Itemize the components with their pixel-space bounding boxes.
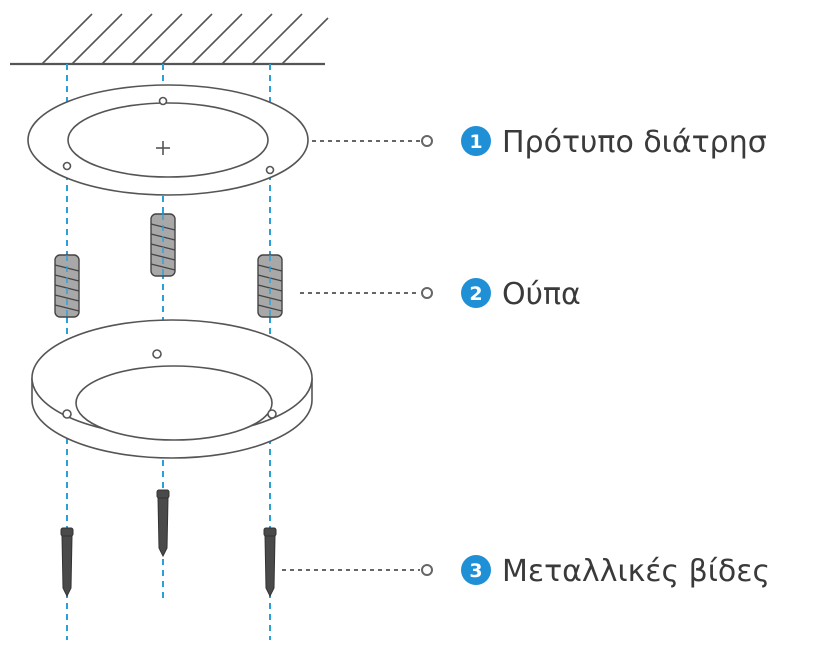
callout-3: 3 Μεταλλικές βίδες xyxy=(461,554,770,589)
screw-right xyxy=(263,527,277,598)
badge-3 xyxy=(461,555,491,585)
wall-plug-center xyxy=(150,213,176,277)
metal-screws xyxy=(60,489,277,598)
wall-plug-left xyxy=(54,254,80,318)
mounting-base xyxy=(31,319,313,459)
badge-1 xyxy=(461,126,491,156)
callout-2: 2 Ούπα xyxy=(461,277,581,312)
leader-lines xyxy=(282,135,433,576)
badge-1-number: 1 xyxy=(469,131,482,153)
drill-template xyxy=(27,84,309,196)
ceiling-hatch xyxy=(10,13,329,66)
screw-center xyxy=(156,489,170,558)
callout-2-label: Ούπα xyxy=(502,277,581,312)
callout-1-label: Πρότυπο διάτρησ xyxy=(502,125,767,160)
wall-plug-right xyxy=(257,254,283,318)
callout-3-label: Μεταλλικές βίδες xyxy=(502,554,770,589)
badge-3-number: 3 xyxy=(469,560,482,582)
badge-2 xyxy=(461,278,491,308)
wall-plugs xyxy=(54,213,283,318)
badge-2-number: 2 xyxy=(469,283,482,305)
screw-left xyxy=(60,527,74,598)
callout-1: 1 Πρότυπο διάτρησ xyxy=(461,125,767,160)
